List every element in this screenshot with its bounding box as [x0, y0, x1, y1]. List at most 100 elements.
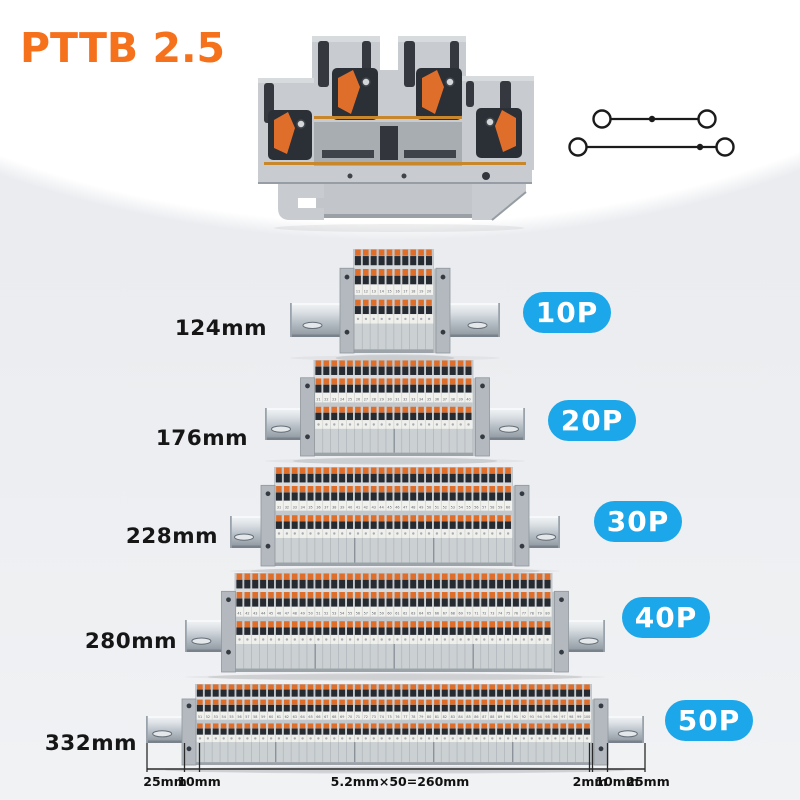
svg-text:56: 56 — [237, 715, 241, 719]
center-slot — [380, 126, 398, 160]
end-bracket — [475, 377, 490, 457]
svg-text:66: 66 — [316, 715, 320, 719]
svg-text:43: 43 — [253, 612, 257, 616]
svg-text:70: 70 — [466, 612, 470, 616]
product-title: PTTB 2.5 — [20, 24, 226, 72]
svg-text:76: 76 — [395, 715, 399, 719]
svg-text:97: 97 — [561, 715, 565, 719]
busbar — [264, 162, 526, 165]
svg-text:73: 73 — [490, 612, 494, 616]
end-bracket — [514, 484, 530, 567]
dimension-label: 2mm — [572, 774, 608, 789]
svg-text:91: 91 — [514, 715, 518, 719]
svg-text:57: 57 — [245, 715, 249, 719]
svg-text:57: 57 — [364, 612, 368, 616]
svg-text:77: 77 — [403, 715, 407, 719]
svg-text:96: 96 — [553, 715, 557, 719]
svg-text:83: 83 — [451, 715, 455, 719]
svg-text:54: 54 — [459, 506, 463, 510]
svg-text:70: 70 — [348, 715, 352, 719]
svg-text:23: 23 — [332, 397, 336, 401]
svg-text:31: 31 — [395, 397, 399, 401]
svg-text:21: 21 — [316, 397, 320, 401]
svg-text:80: 80 — [545, 612, 549, 616]
din-rail — [146, 716, 644, 743]
groove — [404, 150, 456, 158]
svg-text:51: 51 — [435, 506, 439, 510]
clamp-pivot — [361, 77, 371, 87]
spring-clamp — [338, 70, 360, 114]
din-rail — [265, 408, 525, 440]
svg-text:44: 44 — [379, 506, 383, 510]
svg-text:79: 79 — [537, 612, 541, 616]
svg-text:85: 85 — [466, 715, 470, 719]
svg-text:69: 69 — [340, 715, 344, 719]
svg-text:42: 42 — [245, 612, 249, 616]
junction-dot — [648, 115, 656, 123]
svg-text:31: 31 — [277, 506, 281, 510]
svg-text:78: 78 — [411, 715, 415, 719]
svg-text:39: 39 — [340, 506, 344, 510]
svg-text:72: 72 — [364, 715, 368, 719]
svg-text:33: 33 — [293, 506, 297, 510]
svg-text:17: 17 — [403, 290, 407, 294]
svg-text:53: 53 — [451, 506, 455, 510]
svg-text:58: 58 — [372, 612, 376, 616]
svg-text:68: 68 — [451, 612, 455, 616]
spring-clamp — [422, 70, 444, 114]
svg-text:68: 68 — [332, 715, 336, 719]
svg-text:82: 82 — [443, 715, 447, 719]
groove — [322, 150, 374, 158]
rail-slot — [467, 321, 488, 330]
poles-badge: 30P — [594, 501, 682, 542]
circuit-diagram-icon — [568, 109, 735, 157]
rail-slot — [234, 533, 254, 541]
dimension-lines — [146, 743, 646, 772]
svg-text:74: 74 — [380, 715, 384, 719]
svg-text:69: 69 — [459, 612, 463, 616]
photo-shadow — [274, 224, 524, 232]
svg-text:47: 47 — [285, 612, 289, 616]
svg-text:87: 87 — [482, 715, 486, 719]
rail-slot — [302, 321, 323, 330]
end-plate — [591, 699, 595, 765]
svg-text:11: 11 — [356, 290, 360, 294]
din-rail-hook — [278, 184, 324, 220]
dimension-label: 25mm — [626, 774, 670, 789]
terminal-point — [568, 137, 588, 157]
svg-text:16: 16 — [395, 290, 399, 294]
svg-text:36: 36 — [435, 397, 439, 401]
svg-text:15: 15 — [387, 290, 391, 294]
svg-text:18: 18 — [411, 290, 415, 294]
svg-text:56: 56 — [474, 506, 478, 510]
svg-text:66: 66 — [435, 612, 439, 616]
terminal-point — [697, 109, 717, 129]
spring-clamp — [495, 110, 516, 152]
svg-text:61: 61 — [277, 715, 281, 719]
svg-text:40: 40 — [348, 506, 352, 510]
svg-text:59: 59 — [261, 715, 265, 719]
svg-text:24: 24 — [340, 397, 344, 401]
length-label: 332mm — [44, 731, 137, 756]
svg-text:50: 50 — [427, 506, 431, 510]
end-plate — [433, 268, 437, 353]
end-bracket — [300, 377, 315, 457]
svg-text:46: 46 — [277, 612, 281, 616]
svg-text:48: 48 — [411, 506, 415, 510]
svg-text:41: 41 — [237, 612, 241, 616]
svg-text:30: 30 — [387, 397, 391, 401]
svg-text:42: 42 — [364, 506, 368, 510]
svg-text:36: 36 — [316, 506, 320, 510]
svg-text:48: 48 — [293, 612, 297, 616]
svg-text:93: 93 — [530, 715, 534, 719]
end-bracket — [593, 698, 609, 766]
svg-text:55: 55 — [348, 612, 352, 616]
svg-text:55: 55 — [466, 506, 470, 510]
base-foot — [258, 168, 532, 221]
rail-slot — [617, 730, 638, 738]
